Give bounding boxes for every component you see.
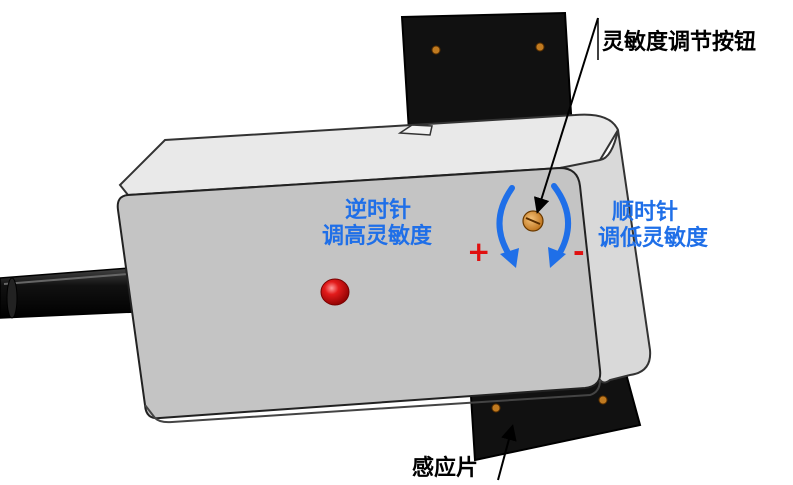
plate-leader-line [497,424,517,481]
ccw-label-line2: 调高灵敏度 [322,224,433,249]
sensing-plate-label: 感应片 [412,456,479,481]
cable [0,267,136,319]
sensitivity-knob-label: 灵敏度调节按钮 [602,30,757,55]
clockwise-arrow-icon [548,183,572,268]
sensitivity-knob[interactable] [522,210,544,232]
plus-sign: + [467,235,491,268]
counter-clockwise-arrow-icon [496,185,519,268]
minus-sign: - [573,235,585,268]
cw-label-line2: 调低灵敏度 [598,226,709,251]
sensor-housing [116,113,652,424]
cw-label-line1: 顺时针 [612,200,679,225]
ccw-label-line1: 逆时针 [345,198,412,223]
led-indicator [320,278,350,306]
knob-leader-line [533,17,599,214]
